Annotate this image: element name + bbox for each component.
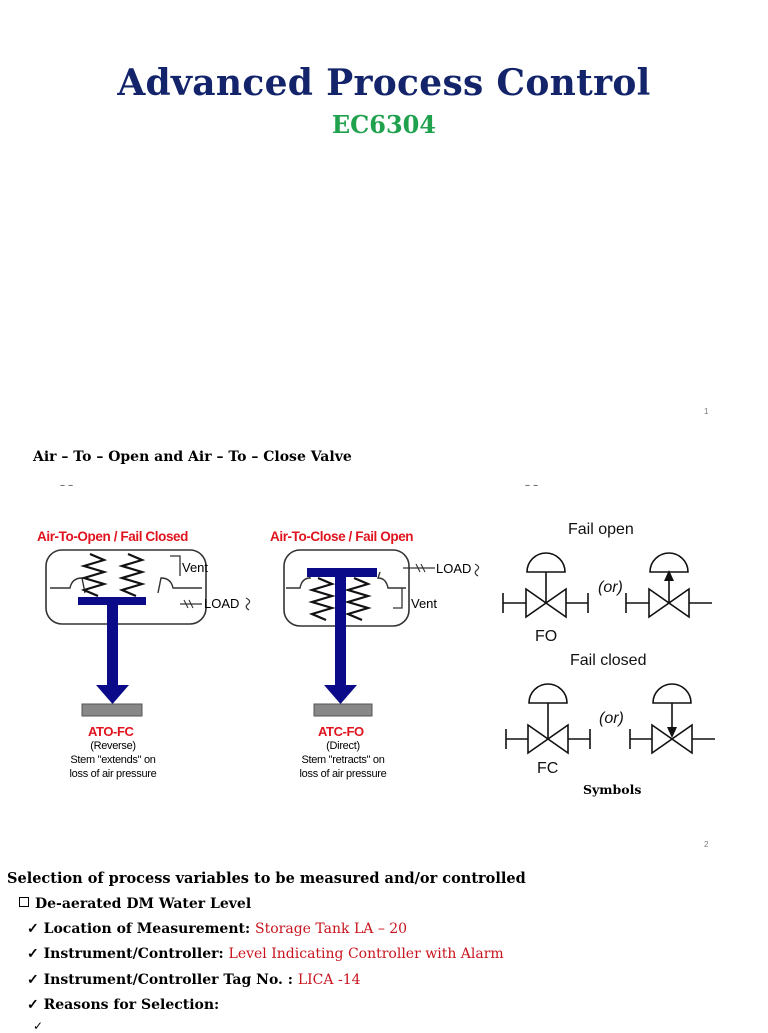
valve-section-heading: Air – To – Open and Air – To – Close Val…: [33, 449, 352, 465]
check-icon: ✓: [27, 997, 44, 1013]
dash-mark-left: – –: [60, 480, 74, 491]
check-icon: ✓: [27, 972, 44, 988]
bullet-tag-number: ✓ Instrument/Controller Tag No. : LICA -…: [27, 972, 361, 988]
ato-actuator-diagram: [45, 549, 251, 717]
check-icon-partial: ✓: [33, 1019, 44, 1033]
ato-note-line1: Stem "extends" on: [70, 754, 156, 766]
atc-title: Air-To-Close / Fail Open: [270, 529, 414, 544]
check-icon: ✓: [27, 946, 44, 962]
bullet-value: Storage Tank LA – 20: [255, 921, 408, 937]
fail-closed-label: Fail closed: [570, 652, 647, 669]
bullet-instrument: ✓ Instrument/Controller: Level Indicatin…: [27, 946, 504, 962]
dash-mark-right: – –: [525, 480, 539, 491]
ato-tag: ATO-FC: [88, 724, 134, 739]
bullet-label: Instrument/Controller:: [43, 946, 229, 962]
fail-closed-symbols: [505, 683, 715, 755]
fail-open-label: Fail open: [568, 521, 634, 538]
atc-note-line2: loss of air pressure: [299, 768, 387, 780]
item-de-aerated-water: De-aerated DM Water Level: [19, 896, 251, 912]
ato-action: (Reverse): [90, 740, 136, 752]
bullet-location: ✓ Location of Measurement: Storage Tank …: [27, 921, 407, 937]
bullet-label: Reasons for Selection:: [43, 997, 220, 1013]
square-bullet-icon: [19, 897, 29, 907]
atc-load-label: LOAD: [436, 561, 472, 576]
or-label-top: (or): [598, 579, 623, 596]
course-code: EC6304: [331, 110, 437, 139]
bullet-reasons: ✓ Reasons for Selection:: [27, 997, 219, 1013]
fo-label: FO: [535, 628, 558, 645]
fc-label: FC: [537, 760, 559, 777]
atc-tag: ATC-FO: [318, 724, 364, 739]
bullet-value: Level Indicating Controller with Alarm: [228, 946, 504, 962]
bullet-value: LICA -14: [297, 972, 361, 988]
page-number-1: 1: [704, 407, 709, 416]
page-number-2: 2: [704, 840, 709, 849]
bullet-label: Instrument/Controller Tag No. :: [43, 972, 298, 988]
slide-title: Advanced Process Control: [117, 62, 651, 104]
atc-note-line1: Stem "retracts" on: [301, 754, 385, 766]
ato-title: Air-To-Open / Fail Closed: [37, 529, 189, 544]
selection-heading: Selection of process variables to be mea…: [7, 870, 526, 887]
ato-note-line2: loss of air pressure: [69, 768, 157, 780]
or-label-bottom: (or): [599, 710, 624, 727]
symbols-caption: Symbols: [583, 782, 642, 797]
atc-action: (Direct): [326, 740, 360, 752]
check-icon: ✓: [27, 921, 44, 937]
atc-vent-label: Vent: [411, 596, 438, 611]
ato-vent-label: Vent: [182, 560, 209, 575]
bullet-label: Location of Measurement:: [43, 921, 256, 937]
item-label: De-aerated DM Water Level: [35, 896, 252, 912]
fail-open-symbols: [502, 552, 712, 619]
ato-load-label: LOAD: [204, 596, 240, 611]
atc-actuator-diagram: [283, 549, 480, 717]
